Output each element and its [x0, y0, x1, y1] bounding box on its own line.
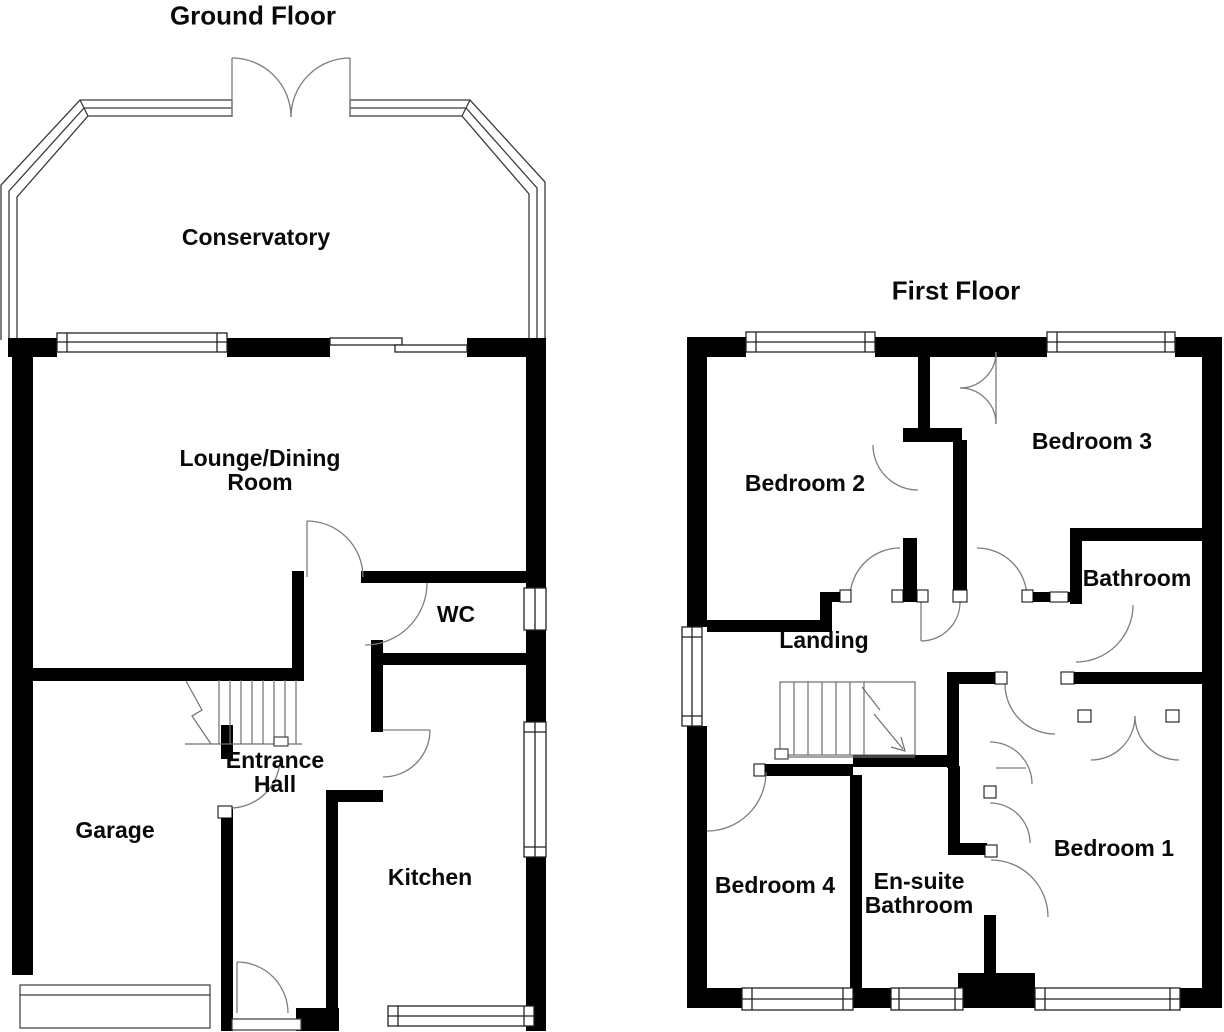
room-label-bedroom3: Bedroom 3	[1031, 427, 1153, 454]
bedroom2-door	[849, 547, 901, 599]
room-label-bedroom1: Bedroom 1	[1053, 834, 1175, 861]
bedroom1-closet-doors-left	[989, 741, 1033, 844]
front-door	[236, 961, 289, 1014]
lounge-door	[306, 520, 364, 578]
room-label-ensuite: En-suite Bathroom	[864, 867, 974, 918]
airing-cupboard-doors	[959, 351, 997, 425]
lounge-window	[56, 332, 228, 353]
first-floor-doors	[706, 351, 1180, 918]
garage-hall-door	[229, 757, 281, 809]
landing-window	[681, 626, 703, 727]
ground-floor-plan	[0, 57, 547, 1031]
bedroom3-door	[976, 547, 1028, 599]
bedroom1-door	[1004, 683, 1056, 735]
front-threshold	[231, 1018, 302, 1031]
first-floor-stairs	[774, 681, 916, 760]
ground-floor-title: Ground Floor	[169, 0, 337, 31]
wc-door	[364, 582, 428, 646]
room-label-wc: WC	[436, 600, 476, 627]
bedroom3-window	[1046, 331, 1176, 353]
ground-stairs	[185, 680, 302, 747]
ground-floor-windows	[56, 332, 547, 1027]
room-label-bedroom2: Bedroom 2	[744, 469, 866, 496]
room-label-landing: Landing	[779, 626, 869, 653]
first-floor-door-jambs	[753, 589, 1180, 858]
bedroom2-window	[745, 331, 876, 353]
room-label-garage: Garage	[75, 816, 155, 843]
bedroom4-door	[706, 771, 767, 832]
ground-floor-doors	[229, 520, 431, 1014]
kitchen-side-window	[523, 721, 547, 858]
kitchen-door	[382, 729, 431, 778]
ground-floor-walls	[8, 338, 546, 1031]
ensuite-door	[990, 859, 1049, 918]
patio-slider	[329, 337, 468, 353]
bedroom1-wardrobe-doors	[1090, 715, 1180, 761]
bedroom2-closet-door	[872, 444, 919, 491]
room-label-bathroom: Bathroom	[1082, 564, 1192, 591]
ensuite-window	[890, 987, 964, 1011]
french-doors	[231, 57, 351, 118]
bedroom1-window	[1034, 987, 1181, 1011]
cupboard-door-landing	[920, 601, 961, 642]
room-label-lounge-dining: Lounge/Dining Room	[179, 444, 341, 495]
first-floor-title: First Floor	[891, 275, 1021, 306]
bedroom4-window	[741, 987, 854, 1011]
conservatory-glazing	[0, 99, 546, 340]
garage-door	[19, 984, 211, 1029]
bathroom-door	[1075, 604, 1134, 663]
kitchen-bottom-window	[387, 1005, 535, 1027]
ground-door-jambs	[217, 805, 233, 819]
room-label-kitchen: Kitchen	[387, 863, 473, 890]
room-label-conservatory: Conservatory	[181, 223, 331, 250]
first-floor-walls	[687, 337, 1222, 1008]
first-floor-windows	[681, 331, 1181, 1011]
room-label-bedroom4: Bedroom 4	[714, 871, 836, 898]
first-floor-plan	[681, 331, 1222, 1011]
room-label-entrance-hall: Entrance Hall	[225, 746, 325, 797]
wc-window	[523, 587, 547, 631]
